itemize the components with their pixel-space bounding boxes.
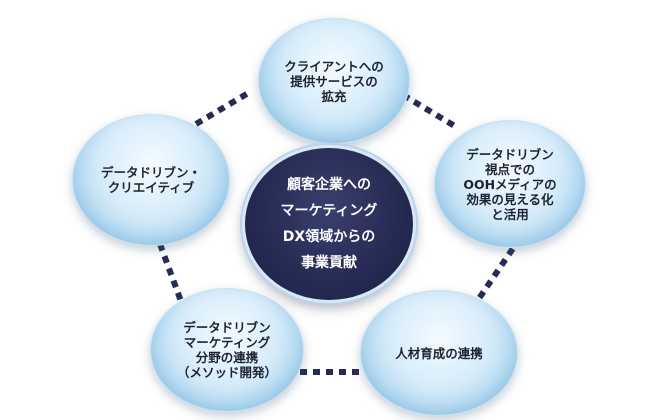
center-label: 顧客企業への マーケティング DX領域からの 事業貢献 <box>280 177 378 271</box>
node-data-creative: データドリブン・ クリエイティブ <box>72 114 230 246</box>
node-label: データドリブン 視点での OOHメディアの 効果の見える化 と活用 <box>463 146 557 222</box>
node-label: データドリブン マーケティング 分野の連携 （メソッド開発） <box>176 320 277 380</box>
center-node: 顧客企業への マーケティング DX領域からの 事業貢献 <box>242 145 416 303</box>
node-label: データドリブン・ クリエイティブ <box>100 165 201 195</box>
link-bottomleft-left <box>157 242 185 306</box>
node-ooh-visualization: データドリブン 視点での OOHメディアの 効果の見える化 と活用 <box>434 120 586 248</box>
node-service-expansion: クライアントへの 提供サービスの 拡充 <box>258 18 410 144</box>
link-left-top <box>194 89 252 127</box>
node-label: 人材育成の連携 <box>395 345 483 361</box>
link-top-right <box>401 92 460 131</box>
node-label: クライアントへの 提供サービスの 拡充 <box>284 58 384 104</box>
node-talent-development: 人材育成の連携 <box>360 290 518 416</box>
node-marketing-method: データドリブン マーケティング 分野の連携 （メソッド開発） <box>150 288 304 412</box>
